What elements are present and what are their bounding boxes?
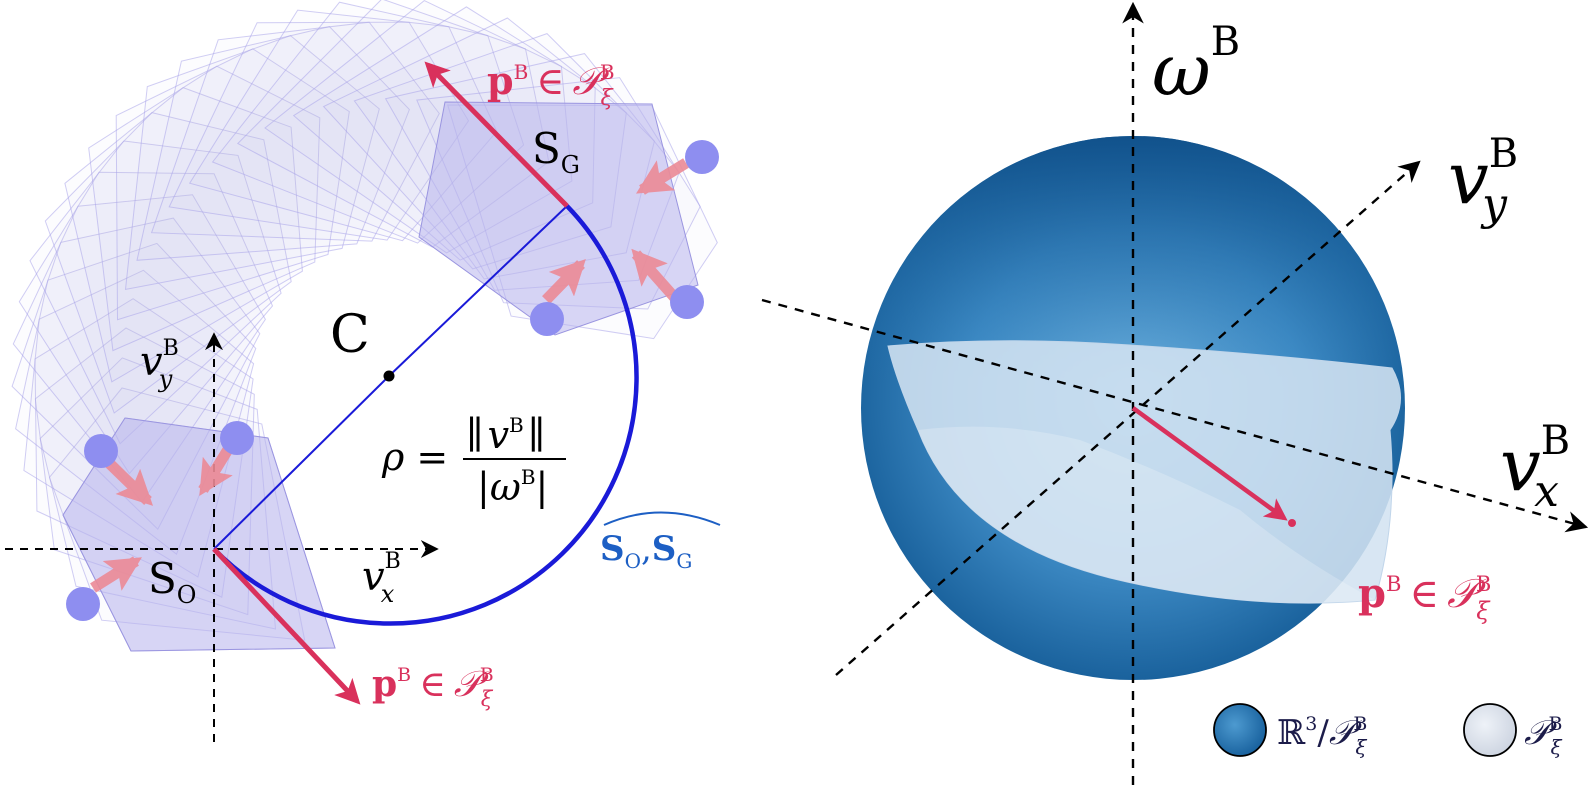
footprint-outline bbox=[64, 87, 303, 383]
axis-vy bbox=[835, 160, 1421, 676]
label-center: C bbox=[330, 305, 370, 365]
footprint-outline bbox=[12, 194, 266, 504]
legend-swatch-icon bbox=[1463, 703, 1517, 757]
momentum-arrow-goal bbox=[424, 61, 569, 208]
label-so: SO bbox=[148, 554, 196, 609]
label-arc: SO,SG bbox=[600, 529, 692, 573]
contact-point-icon bbox=[670, 285, 704, 319]
contact-point-icon bbox=[84, 434, 118, 468]
contact-point-icon bbox=[685, 140, 719, 174]
radius-to-start bbox=[213, 375, 390, 550]
wrench-vector-tip bbox=[1288, 519, 1296, 527]
svg-text:|ωB|: |ωB| bbox=[477, 465, 548, 509]
axis-vx bbox=[761, 298, 1589, 533]
label-omega: ωB bbox=[1152, 19, 1240, 112]
footprint-outline bbox=[29, 140, 282, 445]
arc-label-hat bbox=[603, 511, 721, 526]
force-arrow-icon bbox=[104, 458, 154, 506]
footprint-outline bbox=[115, 48, 350, 321]
footprint-outline bbox=[44, 112, 292, 414]
force-arrow-icon bbox=[631, 248, 680, 302]
legend-swatch-icon bbox=[1213, 703, 1267, 757]
footprint-outline bbox=[18, 171, 274, 475]
region-shading bbox=[918, 426, 1375, 604]
svg-text:∥vB∥: ∥vB∥ bbox=[466, 413, 545, 457]
trajectory-arc bbox=[212, 204, 639, 626]
contact-point-icon bbox=[220, 421, 254, 455]
label-sg: SG bbox=[532, 124, 580, 179]
momentum-arrow-start bbox=[212, 547, 361, 705]
footprint-outline bbox=[136, 26, 410, 261]
force-arrow-icon bbox=[635, 158, 689, 195]
footprint-outline bbox=[150, 21, 440, 242]
footprint-outline bbox=[124, 35, 380, 291]
force-arrow-icon bbox=[90, 556, 142, 593]
footprint-outline bbox=[88, 65, 321, 352]
contact-point-icon bbox=[530, 302, 564, 336]
contact-forces bbox=[66, 140, 719, 621]
rho-formula: ρ = ∥vB∥ |ωB| bbox=[381, 413, 566, 509]
wrench-vector bbox=[1131, 406, 1288, 521]
feasible-region bbox=[887, 340, 1401, 604]
force-arrow-icon bbox=[542, 258, 586, 304]
contact-point-icon bbox=[66, 587, 100, 621]
center-point bbox=[383, 370, 395, 382]
svg-text:ρ =: ρ = bbox=[381, 435, 448, 479]
radius-to-goal bbox=[388, 205, 568, 377]
